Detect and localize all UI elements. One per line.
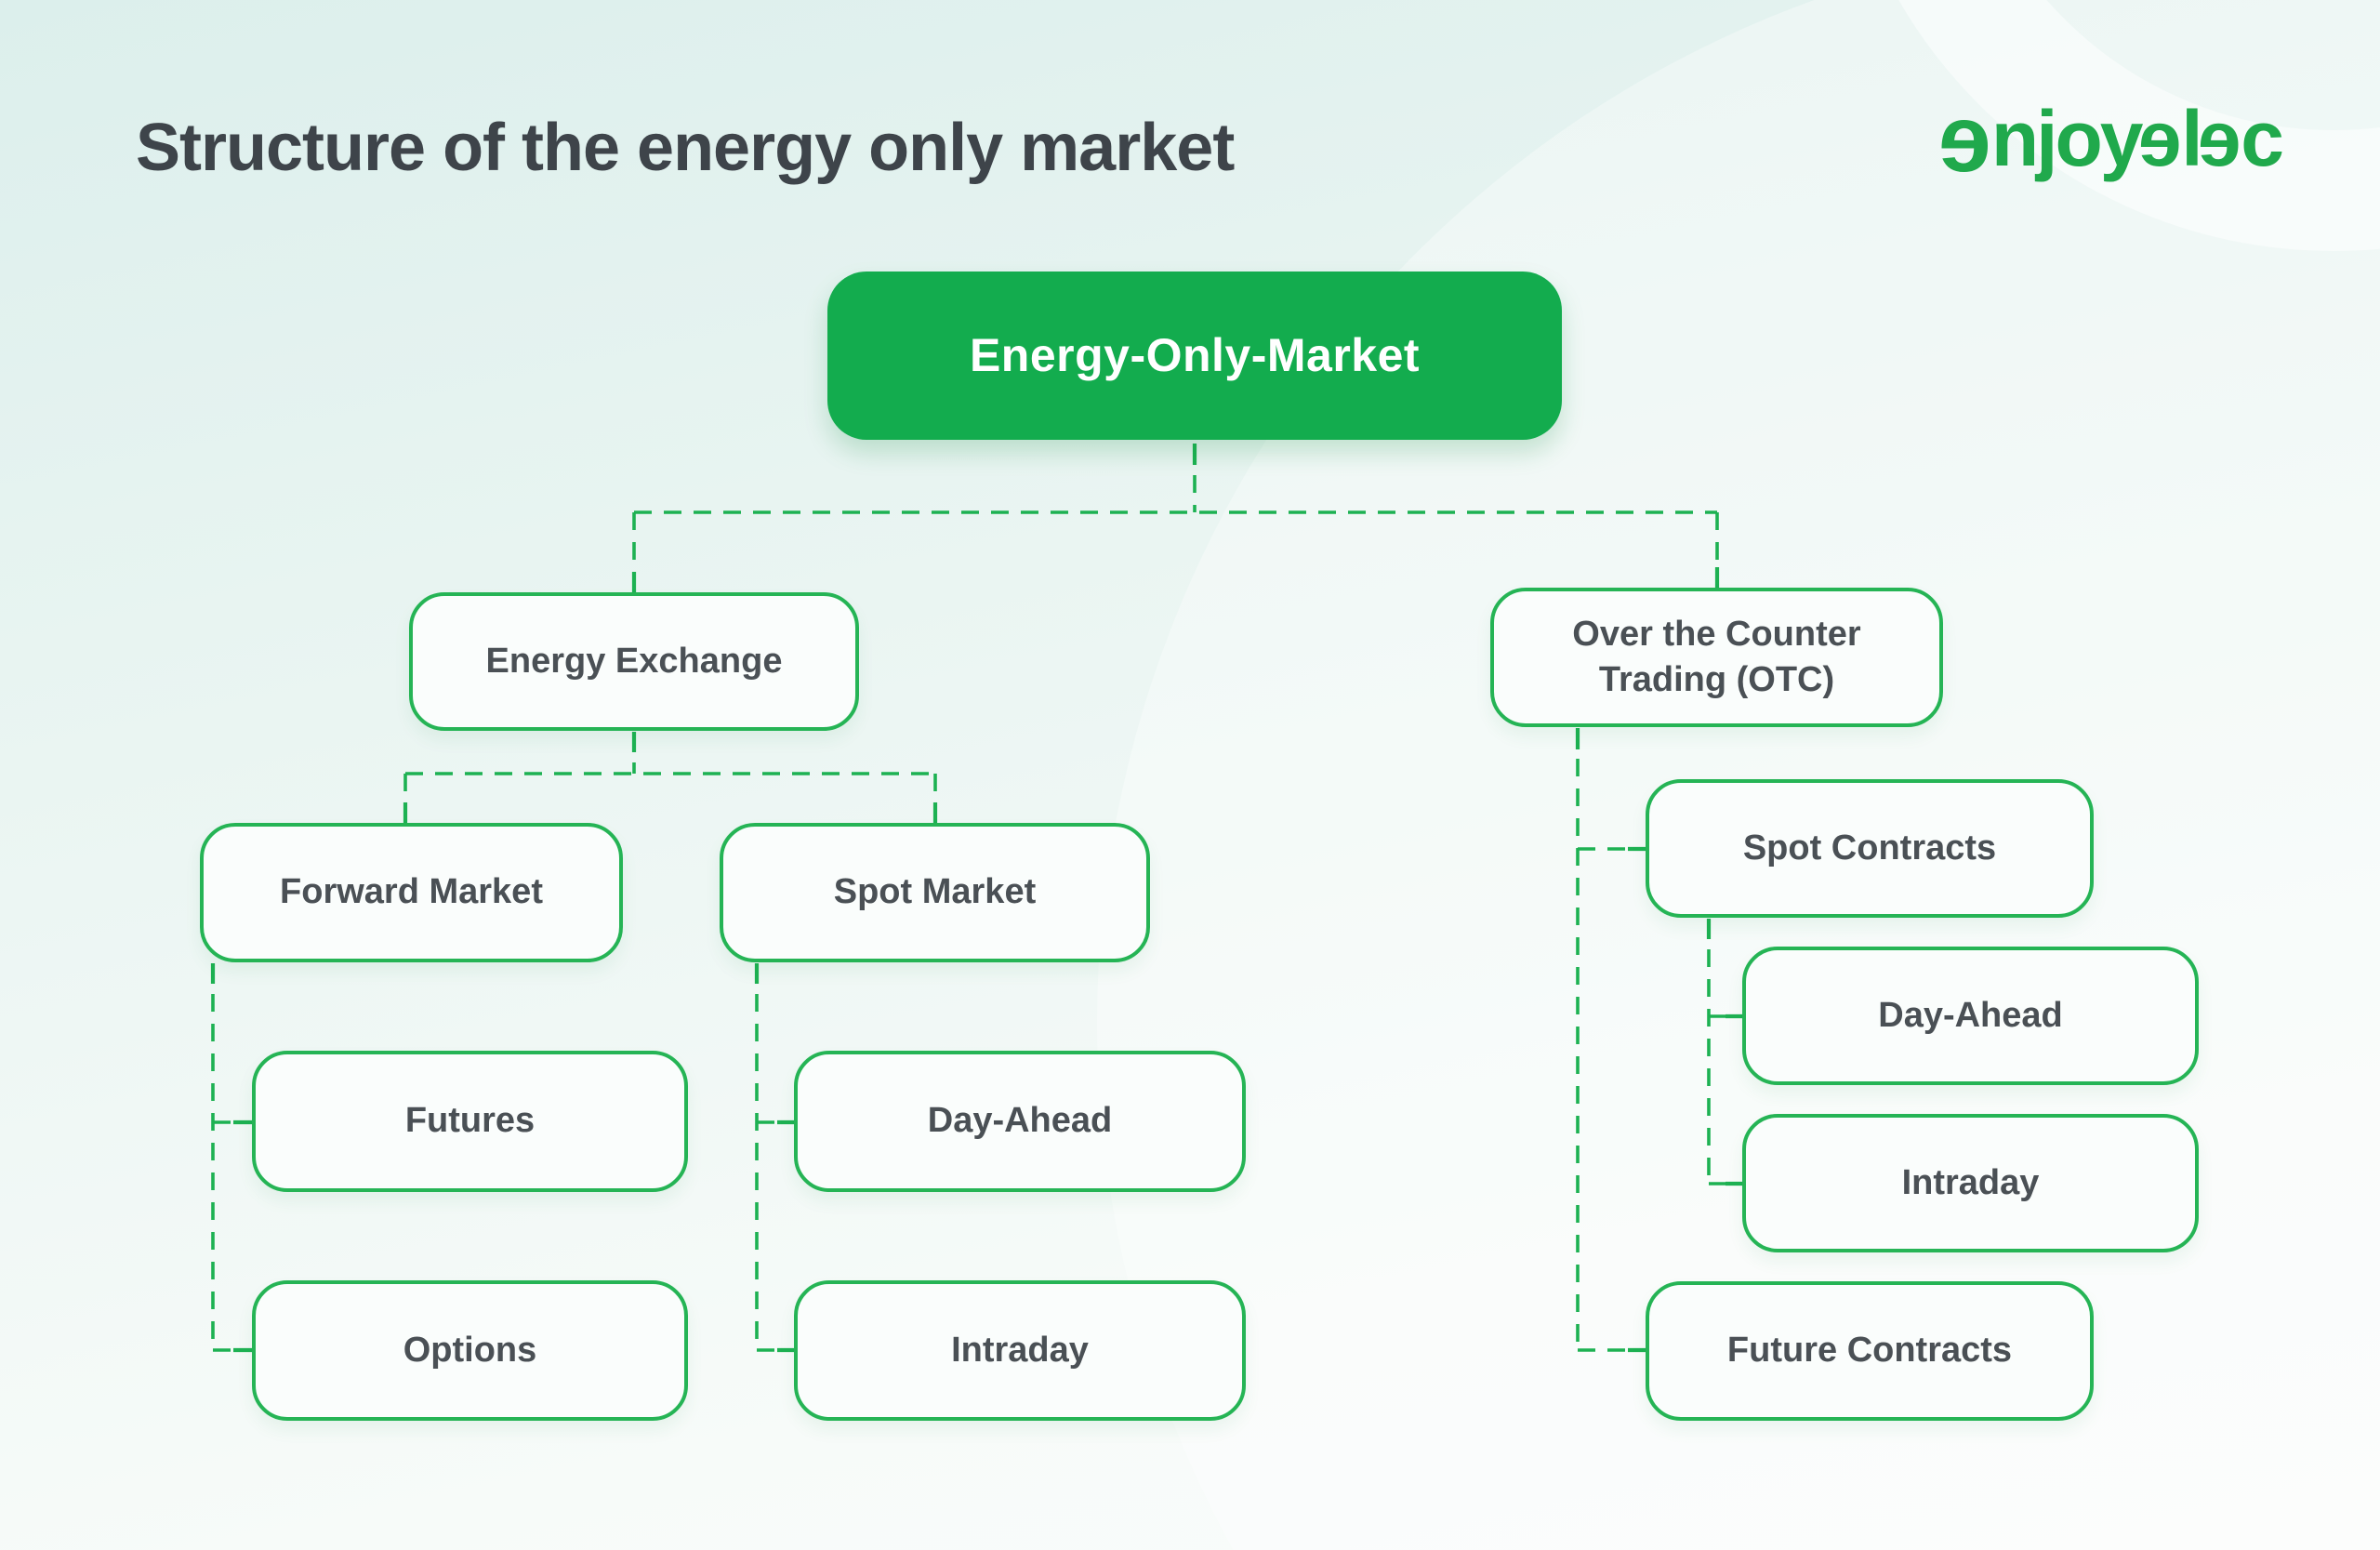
node-spot-market-intraday: Intraday xyxy=(794,1280,1246,1421)
brand-logo-letter: n xyxy=(1990,95,2039,182)
brand-logo-letter: o xyxy=(2055,95,2102,182)
connector-spot-market-branches xyxy=(755,964,796,1352)
node-futures-label: Futures xyxy=(404,1101,536,1141)
node-spot-market-day-ahead: Day-Ahead xyxy=(794,1051,1246,1192)
node-spot-market-intraday-label: Intraday xyxy=(951,1330,1089,1370)
connector-otc-ticks xyxy=(1575,728,1649,1353)
brand-logo-letter: j xyxy=(2036,95,2057,182)
node-future-contracts-label: Future Contracts xyxy=(1726,1331,2013,1371)
node-spot-market-label: Spot Market xyxy=(833,872,1037,912)
connector-energy-exchange-branches xyxy=(403,733,937,823)
node-forward-market: Forward Market xyxy=(200,823,623,962)
brand-logo-letter: c xyxy=(2241,95,2284,182)
node-energy-only-market: Energy-Only-Market xyxy=(827,272,1562,440)
connector-energy-exchange-ticks xyxy=(403,732,938,825)
node-otc-trading-label: Over the Counter Trading (OTC) xyxy=(1572,614,1861,699)
brand-logo-letter: l xyxy=(2181,95,2202,182)
node-spot-contracts-day-ahead-label: Day-Ahead xyxy=(1878,995,2063,1035)
connector-root-branches xyxy=(632,445,1719,592)
node-spot-contracts-intraday: Intraday xyxy=(1742,1114,2199,1252)
page-title: Structure of the energy only market xyxy=(136,111,1235,185)
connector-root-ticks xyxy=(631,444,1720,594)
node-spot-market: Spot Market xyxy=(720,823,1150,962)
connector-spot-contracts-ticks xyxy=(1706,919,1746,1186)
node-energy-only-market-label: Energy-Only-Market xyxy=(969,329,1421,381)
connector-spot-market-ticks xyxy=(754,963,798,1353)
node-future-contracts: Future Contracts xyxy=(1646,1281,2094,1421)
connector-forward-market-ticks xyxy=(210,963,254,1353)
connector-otc-branches xyxy=(1576,729,1647,1352)
node-spot-contracts-label: Spot Contracts xyxy=(1742,828,1997,868)
node-energy-exchange: Energy Exchange xyxy=(409,592,859,731)
node-spot-contracts-intraday-label: Intraday xyxy=(1901,1162,2040,1202)
node-options-label: Options xyxy=(403,1330,537,1370)
node-otc-trading: Over the Counter Trading (OTC) xyxy=(1490,588,1943,727)
node-spot-contracts: Spot Contracts xyxy=(1646,779,2094,918)
node-spot-market-day-ahead-label: Day-Ahead xyxy=(927,1101,1113,1141)
node-forward-market-label: Forward Market xyxy=(280,872,543,912)
connector-spot-contracts-branches xyxy=(1707,920,1744,1186)
connector-forward-market-branches xyxy=(211,964,252,1352)
brand-logo-letter: y xyxy=(2099,95,2144,182)
node-energy-exchange-label: Energy Exchange xyxy=(485,641,783,681)
node-futures: Futures xyxy=(252,1051,688,1192)
node-options: Options xyxy=(252,1280,688,1421)
node-spot-contracts-day-ahead: Day-Ahead xyxy=(1742,947,2199,1085)
